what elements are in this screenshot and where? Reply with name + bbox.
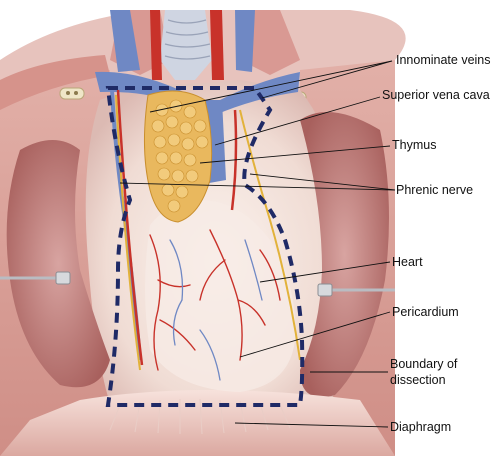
thymus-gland [143,90,213,223]
heart-shape [145,200,296,392]
lungs [6,112,389,398]
left-retractor-hook [55,271,71,285]
leader-pericardium [239,311,391,358]
label-boundary-line2: dissection [390,373,446,387]
right-innominate-vein [215,72,300,115]
leader-innominate-1 [149,60,393,113]
neck-region [110,10,300,80]
label-diaphragm: Diaphragm [390,420,452,434]
leader-thymus [199,145,391,164]
leader-phrenic-1 [119,182,396,191]
label-phrenic-nerve: Phrenic nerve [396,183,474,197]
coronary-vessels [149,229,281,381]
leader-svc [214,96,381,146]
leader-innominate-2 [261,60,393,99]
leader-lines [119,60,396,428]
left-lung [6,140,111,388]
trachea-shape [160,10,212,80]
label-pericardium: Pericardium [392,305,459,319]
label-innominate-veins: Innominate veins [396,53,491,67]
dissection-boundary-line [105,86,305,407]
phrenic-nerves [115,94,301,371]
retractors [0,271,395,297]
leader-phrenic-2 [249,173,396,191]
leader-heart [259,261,391,283]
rib-stump-left [59,87,85,100]
label-heart: Heart [392,255,423,269]
right-lung [300,112,389,398]
right-retractor-hook [317,283,333,297]
label-superior-vena-cava: Superior vena cava [382,88,490,102]
leader-diaphragm [234,422,389,428]
label-thymus: Thymus [392,138,437,152]
label-boundary-line1: Boundary of [390,357,458,371]
